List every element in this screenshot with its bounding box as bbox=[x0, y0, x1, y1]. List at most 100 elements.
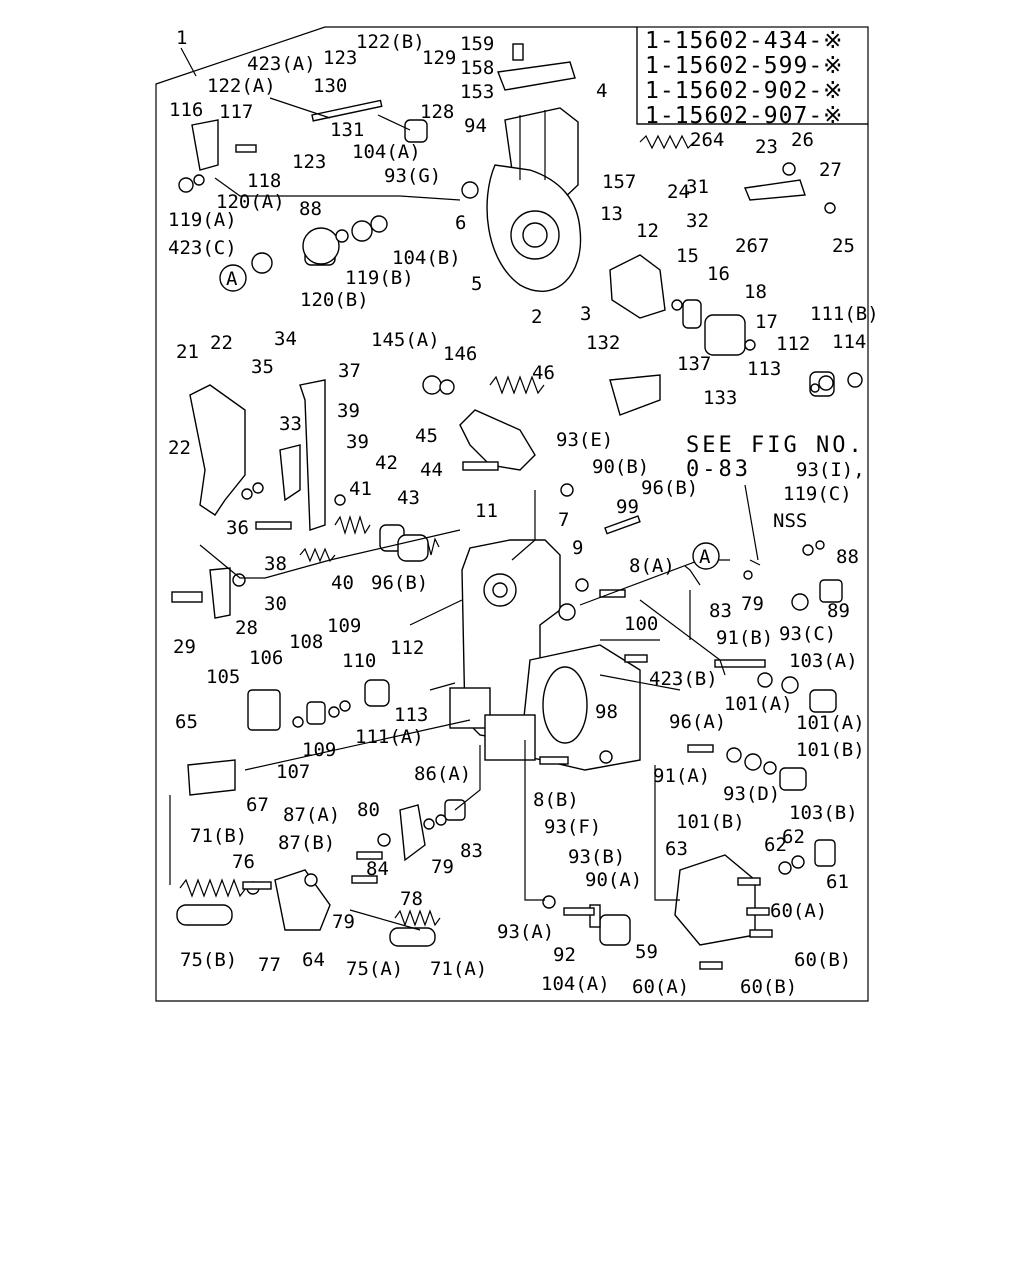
callout-65: 65 bbox=[175, 711, 198, 733]
callout-267: 267 bbox=[735, 235, 769, 257]
callout-118: 118 bbox=[247, 170, 281, 192]
callout-45: 45 bbox=[415, 425, 438, 447]
callout-91b: 91(B) bbox=[716, 627, 773, 649]
callout-116: 116 bbox=[169, 99, 203, 121]
callout-84: 84 bbox=[366, 858, 389, 880]
callout-11: 11 bbox=[475, 500, 498, 522]
callout-101a: 101(A) bbox=[724, 693, 793, 715]
callout-labels: 1 423(A) 123 122(B) 129 159 158 153 4 12… bbox=[168, 27, 879, 998]
callout-101b-lower: 101(B) bbox=[676, 811, 745, 833]
marker-a-label: A bbox=[226, 268, 238, 290]
callout-76: 76 bbox=[232, 851, 255, 873]
callout-91a: 91(A) bbox=[653, 765, 710, 787]
callout-128: 128 bbox=[420, 101, 454, 123]
callout-78: 78 bbox=[400, 888, 423, 910]
callout-90a: 90(A) bbox=[585, 869, 642, 891]
callout-423a: 423(A) bbox=[247, 53, 316, 75]
callout-122a: 122(A) bbox=[207, 75, 276, 97]
callout-71b: 71(B) bbox=[190, 825, 247, 847]
callout-59: 59 bbox=[635, 941, 658, 963]
governor-cover bbox=[486, 107, 582, 292]
callout-153: 153 bbox=[460, 81, 494, 103]
callout-16: 16 bbox=[707, 263, 730, 285]
callout-43: 43 bbox=[397, 487, 420, 509]
callout-103a: 103(A) bbox=[789, 650, 858, 672]
callout-28: 28 bbox=[235, 617, 258, 639]
leader-line bbox=[180, 47, 197, 77]
callout-33: 33 bbox=[279, 413, 302, 435]
callout-96b: 96(B) bbox=[371, 572, 428, 594]
callout-119c: 119(C) bbox=[783, 483, 852, 505]
reference-marker-a bbox=[692, 542, 720, 570]
callout-35: 35 bbox=[251, 356, 274, 378]
callout-104b: 104(B) bbox=[392, 247, 461, 269]
callout-89: 89 bbox=[827, 600, 850, 622]
part-number-2: 1-15602-599-※ bbox=[645, 53, 843, 79]
part-number-3: 1-15602-902-※ bbox=[645, 78, 843, 104]
callout-120b: 120(B) bbox=[300, 289, 369, 311]
callout-12: 12 bbox=[636, 220, 659, 242]
callout-110: 110 bbox=[342, 650, 376, 672]
callout-108: 108 bbox=[289, 631, 323, 653]
callout-93e: 93(E) bbox=[556, 429, 613, 451]
callout-79-bottom: 79 bbox=[332, 911, 355, 933]
callout-5: 5 bbox=[471, 273, 482, 295]
callout-92: 92 bbox=[553, 944, 576, 966]
callout-103b: 103(B) bbox=[789, 802, 858, 824]
callout-93g: 93(G) bbox=[384, 165, 441, 187]
part-number-box bbox=[636, 26, 869, 125]
callout-79-lower: 79 bbox=[431, 856, 454, 878]
callout-46: 46 bbox=[532, 362, 555, 384]
callout-86a: 86(A) bbox=[414, 763, 471, 785]
callout-129: 129 bbox=[422, 47, 456, 69]
callout-3: 3 bbox=[580, 303, 591, 325]
callout-93a: 93(A) bbox=[497, 921, 554, 943]
callout-93f: 93(F) bbox=[544, 816, 601, 838]
callout-111b: 111(B) bbox=[810, 303, 879, 325]
callout-60a-bottom: 60(A) bbox=[632, 976, 689, 998]
callout-93c: 93(C) bbox=[779, 623, 836, 645]
see-fig-note: SEE FIG NO. bbox=[686, 433, 865, 458]
callout-159: 159 bbox=[460, 33, 494, 55]
callout-119a: 119(A) bbox=[168, 209, 237, 231]
callout-27: 27 bbox=[819, 159, 842, 181]
callout-71a: 71(A) bbox=[430, 958, 487, 980]
callout-36: 36 bbox=[226, 517, 249, 539]
callout-38: 38 bbox=[264, 553, 287, 575]
callout-62-right: 62 bbox=[782, 826, 805, 848]
callout-40: 40 bbox=[331, 572, 354, 594]
callout-60a: 60(A) bbox=[770, 900, 827, 922]
part-number-4: 1-15602-907-※ bbox=[645, 103, 843, 129]
callout-1: 1 bbox=[176, 27, 187, 49]
callout-87b: 87(B) bbox=[278, 832, 335, 854]
callout-63: 63 bbox=[665, 838, 688, 860]
leader-lines bbox=[169, 97, 761, 931]
callout-22-lower: 22 bbox=[168, 437, 191, 459]
reference-marker-a bbox=[219, 264, 247, 292]
callout-15: 15 bbox=[676, 245, 699, 267]
callout-146: 146 bbox=[443, 343, 477, 365]
callout-123-lower: 123 bbox=[292, 151, 326, 173]
callout-105: 105 bbox=[206, 666, 240, 688]
callout-24: 24 bbox=[667, 181, 690, 203]
callout-130: 130 bbox=[313, 75, 347, 97]
callout-32: 32 bbox=[686, 210, 709, 232]
callout-88-right: 88 bbox=[836, 546, 859, 568]
callout-423c: 423(C) bbox=[168, 237, 237, 259]
callout-60b-bottom: 60(B) bbox=[740, 976, 797, 998]
callout-87a: 87(A) bbox=[283, 804, 340, 826]
marker-a-label-lower: A bbox=[699, 546, 711, 568]
callout-96b-top: 96(B) bbox=[641, 477, 698, 499]
callout-23: 23 bbox=[755, 136, 778, 158]
callout-83: 83 bbox=[709, 600, 732, 622]
callout-75a: 75(A) bbox=[346, 958, 403, 980]
callout-96a: 96(A) bbox=[669, 711, 726, 733]
callout-67: 67 bbox=[246, 794, 269, 816]
callout-8b: 8(B) bbox=[533, 789, 579, 811]
callout-109: 109 bbox=[327, 615, 361, 637]
callout-77: 77 bbox=[258, 954, 281, 976]
callout-nss: NSS bbox=[773, 510, 807, 532]
callout-264: 264 bbox=[690, 129, 724, 151]
callout-145a: 145(A) bbox=[371, 329, 440, 351]
